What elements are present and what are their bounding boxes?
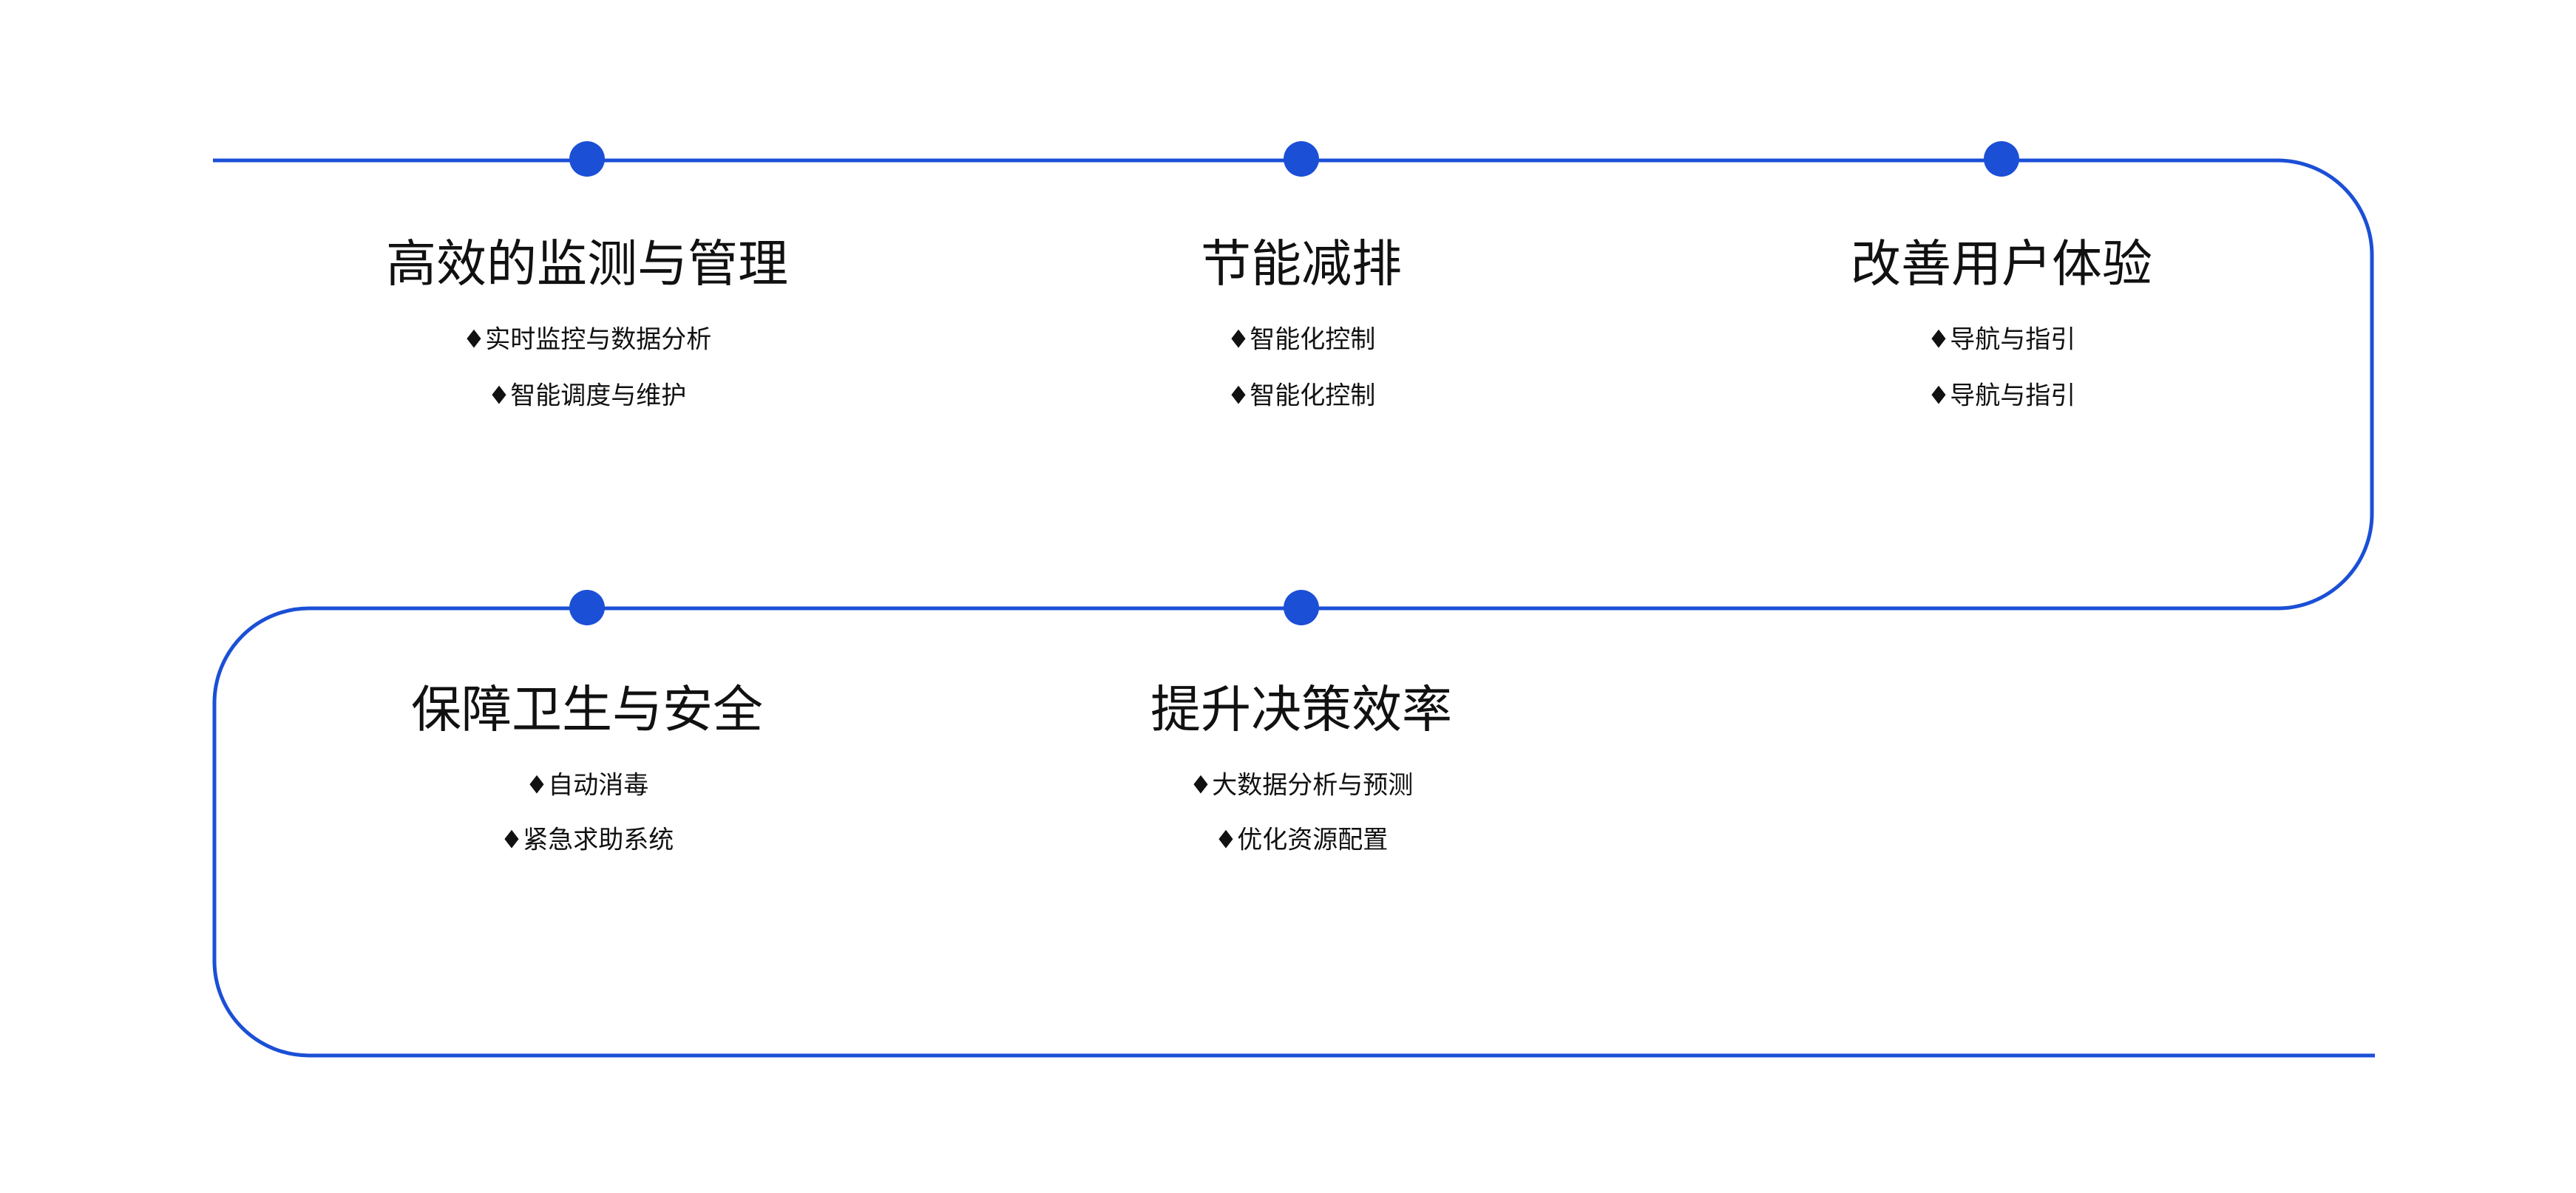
- stage-item-1-2: ♦智能调度与维护: [488, 381, 686, 411]
- stage-node-4: [569, 590, 605, 625]
- stage-item-4-1: ♦自动消毒: [526, 771, 648, 801]
- stage-node-2: [1284, 141, 1319, 177]
- stage-4: 保障卫生与安全 ♦自动消毒 ♦紧急求助系统: [411, 590, 763, 855]
- stage-item-3-1: ♦导航与指引: [1928, 325, 2075, 355]
- stage-3: 改善用户体验 ♦导航与指引 ♦导航与指引: [1851, 141, 2152, 411]
- stage-1: 高效的监测与管理 ♦实时监控与数据分析 ♦智能调度与维护: [386, 141, 788, 411]
- stage-item-2-1: ♦智能化控制: [1227, 325, 1375, 355]
- stage-2: 节能减排 ♦智能化控制 ♦智能化控制: [1201, 141, 1402, 411]
- stage-item-5-1: ♦大数据分析与预测: [1190, 771, 1413, 801]
- stage-item-3-2: ♦导航与指引: [1928, 381, 2075, 411]
- stage-title-3: 改善用户体验: [1851, 236, 2152, 294]
- stage-title-2: 节能减排: [1201, 236, 1402, 294]
- stage-item-2-2: ♦智能化控制: [1227, 381, 1375, 411]
- stage-5: 提升决策效率 ♦大数据分析与预测 ♦优化资源配置: [1150, 590, 1452, 855]
- stage-item-5-2: ♦优化资源配置: [1215, 826, 1388, 855]
- stage-item-4-2: ♦紧急求助系统: [501, 826, 674, 855]
- stage-title-1: 高效的监测与管理: [386, 236, 788, 294]
- stage-node-5: [1284, 590, 1319, 625]
- stage-node-3: [1984, 141, 2019, 177]
- stage-node-1: [569, 141, 605, 177]
- stage-title-4: 保障卫生与安全: [411, 682, 763, 740]
- stage-item-1-1: ♦实时监控与数据分析: [463, 325, 711, 355]
- stage-title-5: 提升决策效率: [1150, 682, 1452, 740]
